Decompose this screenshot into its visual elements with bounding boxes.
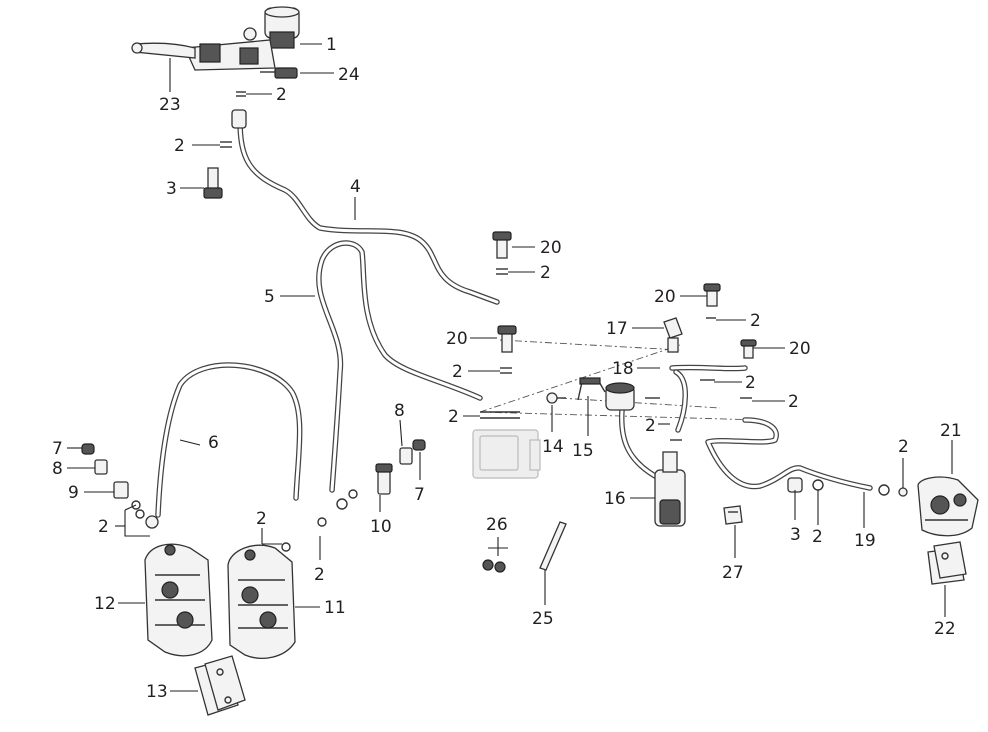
callout-23: 23 [159, 95, 181, 115]
bleeder-fittings-left [81, 443, 159, 529]
leader-lines [67, 43, 953, 692]
callout-20: 20 [540, 238, 562, 258]
callout-9: 9 [68, 483, 79, 503]
callout-21: 21 [940, 421, 962, 441]
brake-lever [131, 42, 196, 59]
callout-14: 14 [542, 437, 564, 457]
callout-3: 3 [166, 179, 177, 199]
callout-2: 2 [645, 416, 656, 436]
callout-24: 24 [338, 65, 360, 85]
callout-3: 3 [790, 525, 801, 545]
callout-12: 12 [94, 594, 116, 614]
screw-14 [546, 392, 566, 404]
callout-2: 2 [452, 362, 463, 382]
pin-25 [539, 521, 567, 571]
callout-2: 2 [540, 263, 551, 283]
rear-brake-line-18 [669, 364, 748, 433]
rear-brake-reservoir [605, 382, 635, 411]
front-master-cylinder [184, 6, 300, 71]
callout-4: 4 [350, 177, 361, 197]
callout-18: 18 [612, 359, 634, 379]
callout-27: 27 [722, 563, 744, 583]
callout-11: 11 [324, 598, 346, 618]
callout-2: 2 [788, 392, 799, 412]
callout-19: 19 [854, 531, 876, 551]
callout-25: 25 [532, 609, 554, 629]
callout-22: 22 [934, 619, 956, 639]
callout-2: 2 [256, 509, 267, 529]
callout-2: 2 [448, 407, 459, 427]
callout-2: 2 [812, 527, 823, 547]
callout-26: 26 [486, 515, 508, 535]
bleeder-fittings-right [281, 439, 426, 552]
abs-unit-ghost [472, 429, 541, 479]
callout-8: 8 [394, 401, 405, 421]
nuts-26 [482, 559, 506, 573]
front-brake-caliper-right [227, 544, 296, 659]
rear-master-cylinder-hose [618, 407, 658, 479]
brake-hose-6 [155, 362, 303, 518]
callout-2: 2 [174, 136, 185, 156]
callout-2: 2 [98, 517, 109, 537]
callout-2: 2 [750, 311, 761, 331]
reservoir-bracket [577, 377, 606, 401]
callout-7: 7 [414, 485, 425, 505]
callout-20: 20 [446, 329, 468, 349]
callout-2: 2 [276, 85, 287, 105]
callout-labels: 1 24 2 23 2 3 4 5 6 7 8 9 2 12 11 13 2 2… [52, 35, 962, 702]
rear-brake-pads [927, 541, 967, 585]
callout-20: 20 [654, 287, 676, 307]
clip-27 [723, 505, 743, 525]
callout-15: 15 [572, 441, 594, 461]
callout-2: 2 [314, 565, 325, 585]
callout-10: 10 [370, 517, 392, 537]
callout-20: 20 [789, 339, 811, 359]
brake-line-5 [316, 240, 483, 493]
rear-master-cylinder [654, 451, 686, 527]
washers [220, 91, 752, 441]
callout-2: 2 [898, 437, 909, 457]
callout-5: 5 [264, 287, 275, 307]
callout-13: 13 [146, 682, 168, 702]
front-brake-pads [194, 655, 246, 716]
callout-1: 1 [326, 35, 337, 55]
front-brake-caliper-left [144, 543, 213, 657]
rear-brake-line-19 [705, 417, 873, 491]
callout-6: 6 [208, 433, 219, 453]
callout-7: 7 [52, 439, 63, 459]
callout-2: 2 [745, 373, 756, 393]
brake-light-switch [260, 67, 298, 79]
banjo-bolt-20 [492, 231, 757, 359]
callout-17: 17 [606, 319, 628, 339]
callout-16: 16 [604, 489, 626, 509]
brake-line-4 [237, 117, 500, 305]
fitting-17 [663, 317, 683, 353]
callout-8: 8 [52, 459, 63, 479]
banjo-bolt-3 [203, 167, 223, 199]
rear-brake-caliper [917, 476, 979, 537]
